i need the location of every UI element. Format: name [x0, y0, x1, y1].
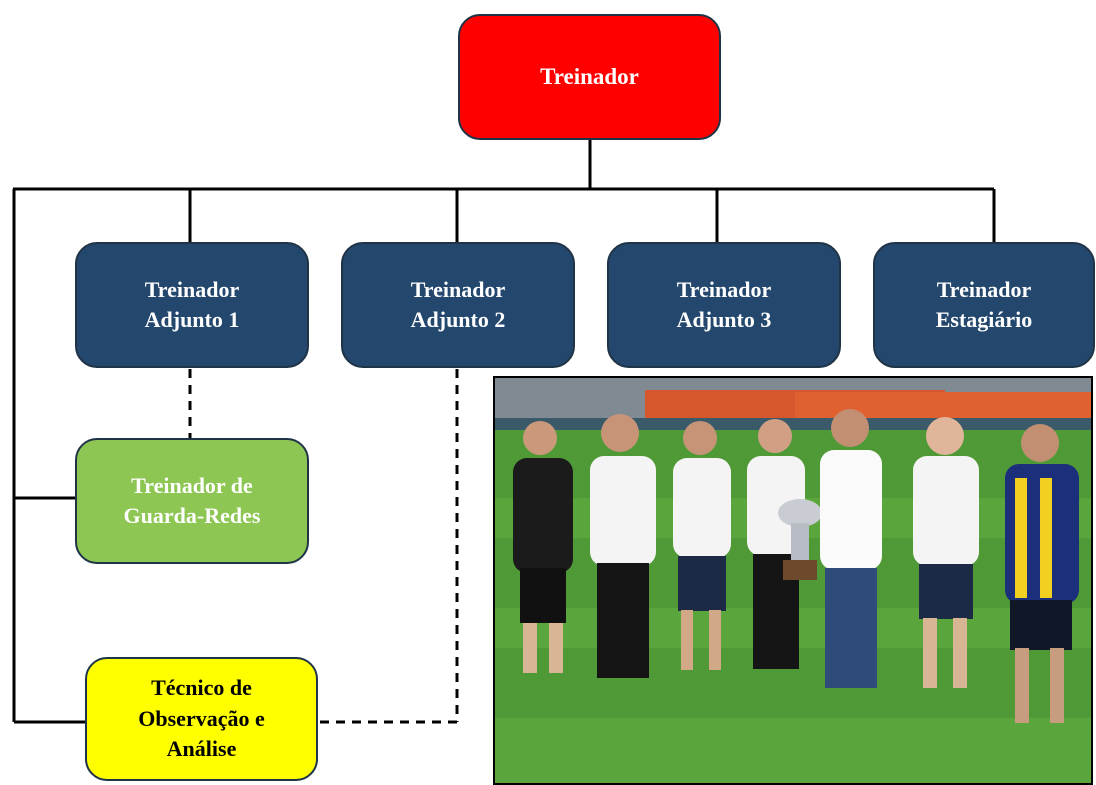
node-treinador-guarda-redes: Treinador de Guarda-Redes	[75, 438, 309, 564]
team-photo	[493, 376, 1093, 785]
node-label-line2: Adjunto 1	[144, 307, 240, 332]
node-label-line1: Treinador	[410, 276, 506, 302]
node-label-line3: Análise	[166, 736, 237, 762]
node-label-line1: Treinador	[144, 276, 240, 302]
node-treinador-adjunto-1: Treinador Adjunto 1	[75, 242, 309, 368]
node-label-line2: Guarda-Redes	[123, 503, 261, 528]
node-label-line2: Observação e	[138, 705, 265, 731]
node-tecnico-observacao-analise: Técnico de Observação e Análise	[85, 657, 318, 781]
node-label-line1: Técnico de	[151, 675, 252, 701]
node-label-line2: Adjunto 3	[676, 307, 772, 332]
node-treinador-adjunto-2: Treinador Adjunto 2	[341, 242, 575, 368]
node-treinador-estagiario: Treinador Estagiário	[873, 242, 1095, 368]
node-treinador: Treinador	[458, 14, 721, 140]
node-treinador-adjunto-3: Treinador Adjunto 3	[607, 242, 841, 368]
node-treinador-label: Treinador	[540, 64, 639, 90]
team-photo-illustration	[495, 378, 1091, 783]
node-label-line2: Estagiário	[935, 307, 1033, 332]
node-label-line1: Treinador	[936, 276, 1032, 302]
node-label-line1: Treinador de	[131, 472, 253, 498]
node-label-line1: Treinador	[676, 276, 772, 302]
node-label-line2: Adjunto 2	[410, 307, 506, 332]
